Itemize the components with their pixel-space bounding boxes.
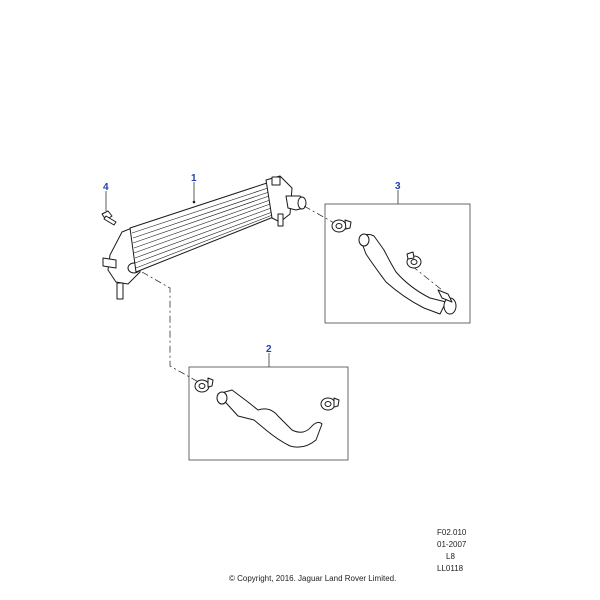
detail-box-2 [188,366,349,461]
reference-line-1: F02.010 [437,528,467,537]
reference-line-3: L8 [446,552,455,561]
callout-2: 2 [266,344,272,355]
copyright-text: © Copyright, 2016. Jaguar Land Rover Lim… [229,574,396,583]
callout-1: 1 [191,173,197,184]
reference-line-4: LL0118 [437,564,464,573]
reference-line-2: 01-2007 [437,540,467,549]
hose-3 [331,219,457,315]
detail-box-3 [324,203,471,324]
intercooler [102,175,307,300]
callout-4: 4 [103,182,109,193]
callout-3: 3 [395,181,401,192]
bolt [101,210,117,226]
hose-2 [194,377,340,448]
